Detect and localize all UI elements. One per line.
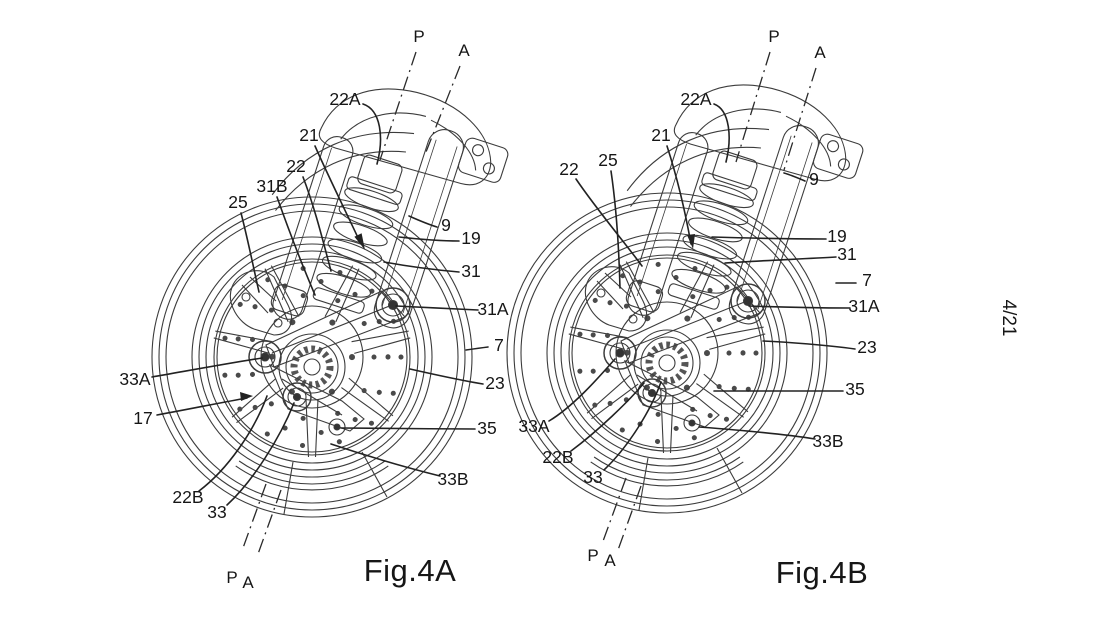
figure-caption-fig4a: Fig.4A: [364, 553, 457, 588]
ref-label-33: 33: [583, 467, 602, 487]
axis-lines-fig4b: [601, 51, 817, 551]
ref-label-31A: 31A: [477, 299, 508, 319]
ref-label-21: 21: [651, 125, 670, 145]
ref-label-7: 7: [862, 270, 872, 290]
ref-label-19: 19: [827, 226, 846, 246]
ref-label-35: 35: [845, 379, 864, 399]
axis-lines-fig4a: [242, 51, 461, 555]
ref-label-31: 31: [837, 244, 856, 264]
axis-label-a-bottom: A: [242, 573, 254, 592]
ref-label-9: 9: [809, 169, 819, 189]
axis-label-p-top: P: [413, 27, 424, 46]
sheet-number: 4/21: [998, 300, 1019, 337]
arrowhead-21: [687, 234, 695, 249]
ref-label-35: 35: [477, 418, 496, 438]
labels-fig4b: P A P A 22A 21 25 22 9 19 31 7 31A 23 35…: [518, 27, 879, 590]
ref-label-23: 23: [857, 337, 876, 357]
ref-label-22B: 22B: [172, 487, 203, 507]
arrowhead-21: [354, 233, 365, 250]
ref-label-33: 33: [207, 502, 226, 522]
leader-lines-fig4b: [548, 103, 857, 471]
labels-fig4a: P A P A 22A 21 22 31B 25 9 19 31 31A 7 2…: [119, 27, 508, 592]
leader-lines-fig4a: [151, 103, 489, 506]
ref-label-33B: 33B: [437, 469, 468, 489]
ref-label-22B: 22B: [542, 447, 573, 467]
axis-label-a-top: A: [458, 41, 470, 60]
ref-label-33A: 33A: [518, 416, 549, 436]
axis-label-a-bottom: A: [604, 551, 616, 570]
ref-label-25: 25: [598, 150, 617, 170]
ref-label-19: 19: [461, 228, 480, 248]
ref-label-22: 22: [286, 156, 305, 176]
ref-label-25: 25: [228, 192, 247, 212]
ref-label-9: 9: [441, 215, 451, 235]
arrowhead-17: [240, 392, 253, 401]
figure-caption-fig4b: Fig.4B: [776, 555, 869, 590]
wheel-assembly-fig4a: [152, 59, 518, 517]
axis-label-a-top: A: [814, 43, 826, 62]
figure-fig4b: P A P A 22A 21 25 22 9 19 31 7 31A 23 35…: [507, 27, 880, 590]
ref-label-7: 7: [494, 335, 504, 355]
ref-label-22A: 22A: [680, 89, 711, 109]
axis-label-p-bottom: P: [226, 568, 237, 587]
ref-label-17: 17: [133, 408, 152, 428]
figure-fig4a: P A P A 22A 21 22 31B 25 9 19 31 31A 7 2…: [119, 27, 517, 592]
ref-label-31A: 31A: [848, 296, 879, 316]
ref-label-22: 22: [559, 159, 578, 179]
axis-label-p-top: P: [768, 27, 779, 46]
axis-label-p-bottom: P: [587, 546, 598, 565]
ref-label-33A: 33A: [119, 369, 150, 389]
ref-label-23: 23: [485, 373, 504, 393]
ref-label-31: 31: [461, 261, 480, 281]
ref-label-31B: 31B: [256, 176, 287, 196]
ref-label-21: 21: [299, 125, 318, 145]
ref-label-22A: 22A: [329, 89, 360, 109]
ref-label-33B: 33B: [812, 431, 843, 451]
